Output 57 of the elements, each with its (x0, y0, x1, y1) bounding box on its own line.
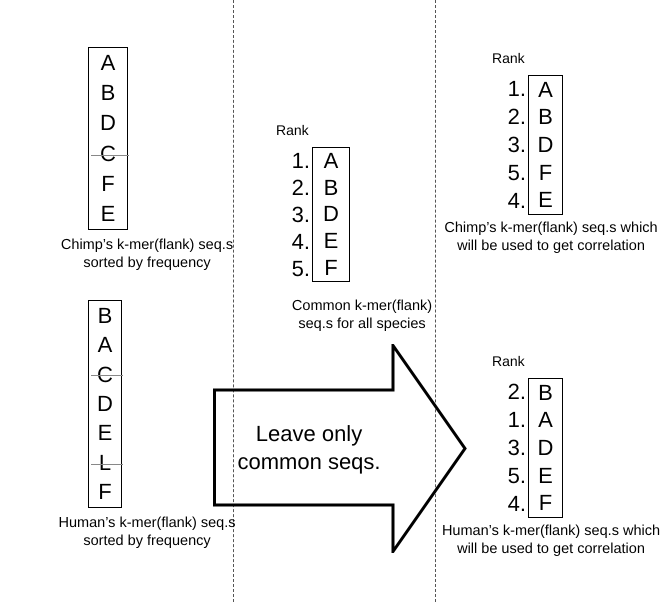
sequence-letter: D (538, 134, 554, 156)
node-label: Chimp’s k-mer(flank) seq.s sorted by frequency (60, 236, 234, 272)
sequence-letter: B (100, 82, 116, 104)
node-label: Common k-mer(flank) seq.s for all species (290, 297, 434, 333)
sequence-letter: F (101, 172, 115, 195)
sequence-letter: A (100, 52, 116, 74)
sequence-letter: A (98, 334, 112, 356)
sequence-list-box (88, 47, 128, 230)
sequence-letter: E (538, 464, 553, 487)
sequence-letter: B (538, 106, 553, 128)
rank-header: Rank (492, 51, 525, 65)
rank-number: 2. (506, 106, 526, 128)
sequence-letter: D (538, 436, 554, 459)
rank-number: 4. (290, 230, 310, 252)
sequence-letter: E (324, 230, 338, 252)
sequence-letter: A (538, 409, 553, 432)
rank-number: 4. (506, 190, 526, 212)
sequence-list-box (88, 300, 122, 508)
sequence-list-box (528, 75, 563, 215)
rank-number: 1. (506, 409, 526, 431)
sequence-letter: D (323, 203, 339, 226)
sequence-letter: F (538, 162, 552, 184)
rank-number: 5. (506, 465, 526, 487)
arrow-label: Leave only common seqs. (236, 420, 382, 476)
sequence-list-box (312, 147, 350, 282)
sequence-letter: E (538, 189, 553, 212)
sequence-letter: L (98, 452, 112, 474)
sequence-letter: F (324, 256, 338, 279)
node-label: Human’s k-mer(flank) seq.s which will be used to get correlation (440, 522, 662, 558)
node-label: Chimp’s k-mer(flank) seq.s which will be used to get correlation (443, 219, 659, 255)
sequence-list-box (528, 378, 563, 518)
sequence-letter: D (100, 112, 116, 134)
rank-number: 1. (290, 150, 310, 172)
sequence-letter: B (324, 176, 338, 199)
rank-number: 2. (290, 176, 310, 198)
rank-number: 3. (506, 437, 526, 459)
node-label: Human’s k-mer(flank) seq.s sorted by frequency (57, 514, 236, 550)
sequence-letter: B (98, 304, 112, 327)
sequence-letter: A (324, 150, 338, 172)
sequence-letter: E (98, 422, 112, 444)
rank-number: 4. (506, 493, 526, 515)
rank-number: 2. (506, 381, 526, 403)
rank-number: 3. (290, 204, 310, 226)
rank-number: 5. (290, 258, 310, 280)
rank-header: Rank (492, 354, 525, 368)
sequence-letter: F (538, 492, 552, 514)
sequence-letter: C (100, 142, 116, 165)
sequence-letter: C (97, 364, 113, 386)
rank-number: 3. (506, 134, 526, 156)
rank-number: 1. (506, 78, 526, 100)
sequence-letter: D (97, 392, 113, 415)
rank-header: Rank (276, 123, 309, 137)
rank-number: 5. (506, 162, 526, 184)
sequence-letter: B (538, 382, 553, 404)
sequence-letter: E (100, 202, 116, 225)
sequence-letter: F (98, 481, 112, 504)
sequence-letter: A (538, 78, 553, 101)
